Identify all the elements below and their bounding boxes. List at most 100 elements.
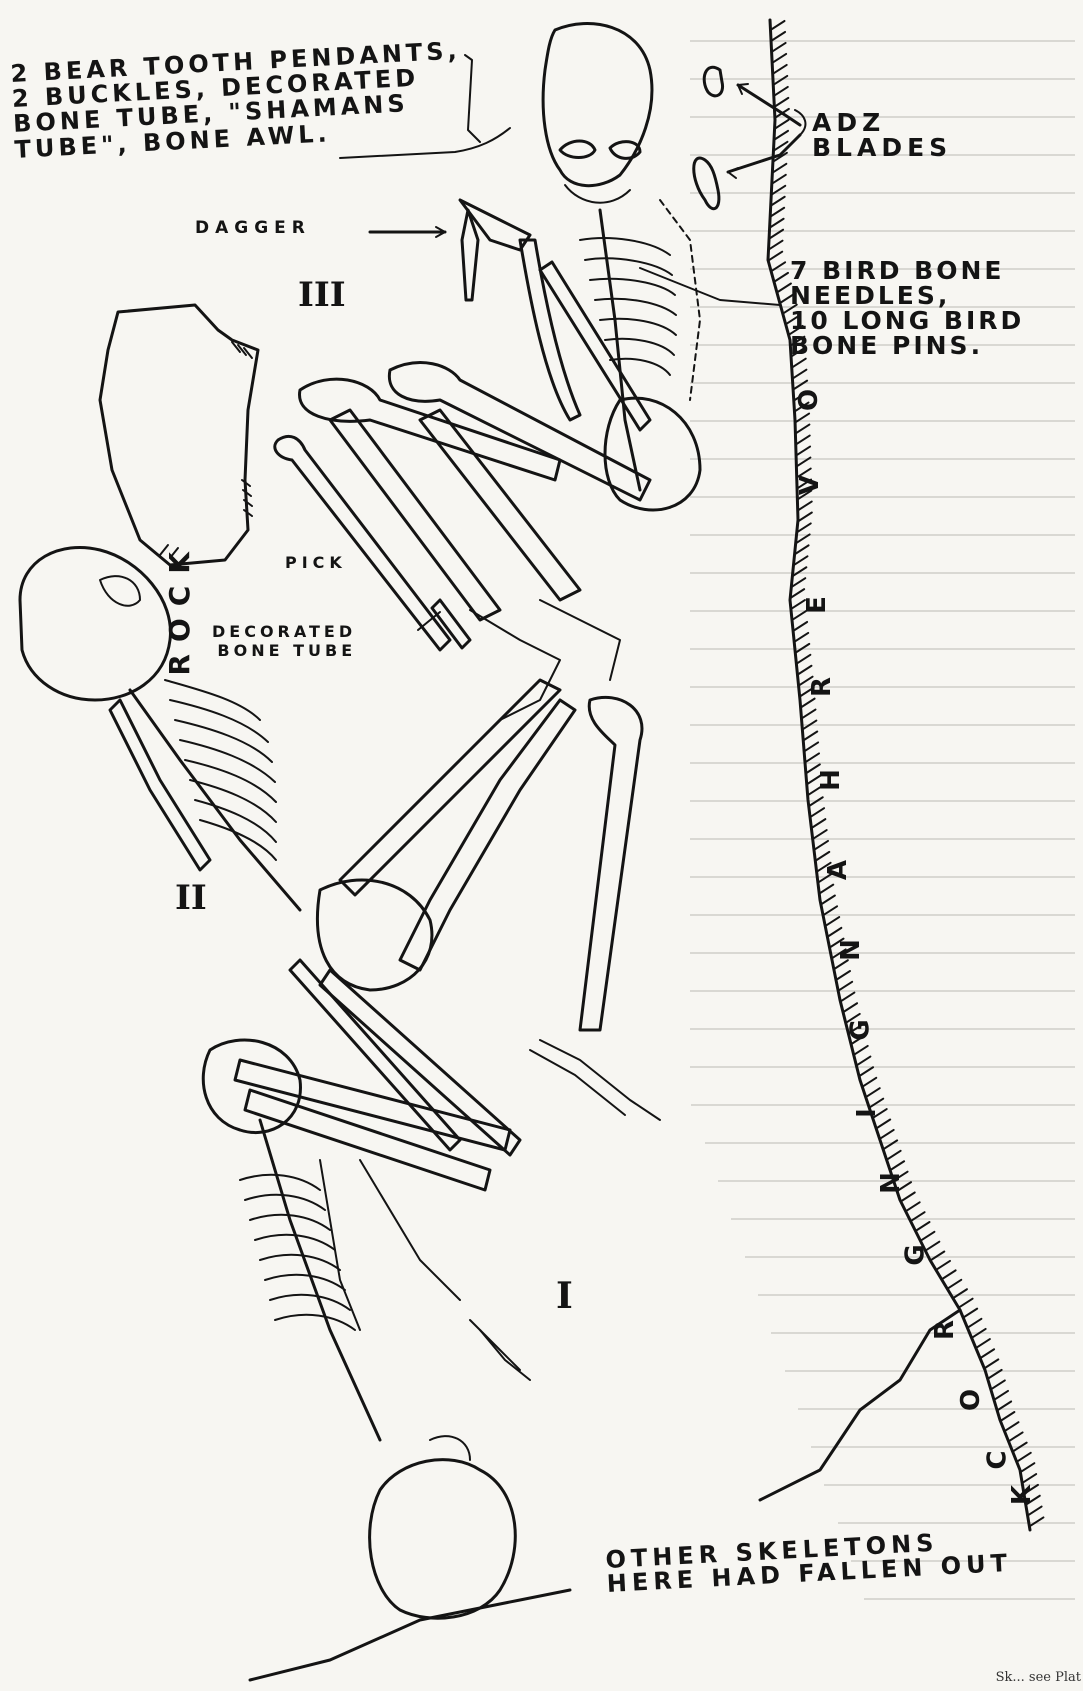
rock-hatch-stroke — [876, 1120, 890, 1129]
adz-arrow-lower — [728, 135, 800, 172]
rock-hatch-stroke — [959, 1299, 973, 1308]
rock-hatch-stroke — [866, 1088, 880, 1097]
rock-hatch-stroke — [916, 1222, 930, 1231]
rock-hatch-stroke — [796, 436, 810, 445]
rock-hatch — [160, 342, 252, 558]
bird-bone-label: 7 BIRD BONE NEEDLES, 10 LONG BIRD BONE P… — [790, 258, 1024, 358]
rock-hatch-stroke — [795, 425, 809, 434]
rock-hatch-stroke — [911, 1212, 925, 1221]
rock-hatch-stroke — [770, 219, 784, 228]
overhanging-rock-letter: N — [876, 1172, 906, 1194]
overhanging-rock-letter: R — [930, 1320, 960, 1340]
rock-hatch-stroke — [994, 1391, 1008, 1400]
overhanging-rock-letter: I — [852, 1108, 882, 1118]
rock-left-label: ROCK — [165, 540, 194, 676]
rock-hatch-stroke — [795, 414, 809, 423]
overhanging-rock-letter: O — [794, 389, 824, 411]
rock-hatch-stroke — [980, 1349, 994, 1358]
rock-hatch-stroke — [991, 1380, 1005, 1389]
rock-hatch-stroke — [843, 1003, 857, 1012]
rock-hatch-stroke — [804, 742, 818, 751]
rock-hatch-stroke — [825, 917, 839, 926]
rock-hatch-stroke — [769, 230, 783, 239]
rock-hatch-stroke — [942, 1270, 956, 1279]
overhanging-rock-letter: K — [1007, 1485, 1037, 1505]
rock-hatch-stroke — [773, 76, 787, 85]
rock-hatch-stroke — [772, 43, 786, 52]
rock-hatch-stroke — [771, 262, 785, 271]
rock-hatch-stroke — [920, 1232, 934, 1241]
dagger-label: DAGGER — [195, 220, 311, 238]
rock-hatch-stroke — [819, 885, 833, 894]
rock-hatch-stroke — [883, 1140, 897, 1149]
rock-hatch-stroke — [793, 622, 807, 631]
rock-hatch-stroke — [1009, 1432, 1023, 1441]
rock-hatch-stroke — [976, 1339, 990, 1348]
rock-hatch-stroke — [792, 370, 806, 379]
rock-hatch-stroke — [772, 175, 786, 184]
dagger-artifact — [462, 210, 478, 300]
overhanging-rock-letter: N — [836, 939, 866, 961]
footnote-fragment: Sk... see Plat — [996, 1670, 1081, 1685]
rock-hatch-stroke — [1020, 1463, 1034, 1472]
rock-hatch-stroke — [771, 186, 785, 195]
rock-hatch-stroke — [772, 54, 786, 63]
adz-blade-upper — [704, 67, 722, 96]
rock-hatch-stroke — [769, 241, 783, 250]
rock-hatch-stroke — [792, 359, 806, 368]
overhanging-rock-letter: O — [956, 1389, 986, 1411]
rock-hatch-stroke — [809, 797, 823, 806]
skeleton-i — [203, 960, 530, 1618]
rock-hatch-stroke — [774, 87, 788, 96]
rock-hatch-stroke — [795, 644, 809, 653]
rock-hatch-stroke — [801, 699, 815, 708]
rock-hatch-stroke — [972, 1329, 986, 1338]
rock-hatch-stroke — [838, 982, 852, 991]
rock-hatch-stroke — [1013, 1443, 1027, 1452]
rock-hatch-stroke — [834, 960, 848, 969]
overhanging-rock-letter: C — [983, 1450, 1013, 1469]
rock-hatch-stroke — [823, 906, 837, 915]
rock-hatch-stroke — [794, 633, 808, 642]
overhanging-rock-letter: G — [901, 1244, 931, 1265]
rock-hatch-stroke — [801, 710, 815, 719]
skeleton-ii-label: II — [175, 878, 207, 918]
rock-hatch-stroke — [770, 21, 784, 30]
pick-label: PICK — [285, 555, 347, 572]
grave-goods-bracket — [465, 55, 480, 142]
rock-hatch-stroke — [770, 208, 784, 217]
rock-hatch-stroke — [997, 1401, 1011, 1410]
rock-hatch-stroke — [813, 830, 827, 839]
rock-hatch-stroke — [777, 283, 791, 292]
rock-hatch-stroke — [930, 1251, 944, 1260]
rock-hatch-stroke — [827, 928, 841, 937]
rock-hatch-stroke — [805, 753, 819, 762]
rock-hatch-stroke — [953, 1289, 967, 1298]
rock-hatch-stroke — [988, 1370, 1002, 1379]
rock-hatch-stroke — [798, 502, 812, 511]
rock-hatch-stroke — [774, 273, 788, 282]
overhanging-rock-letter: R — [807, 677, 837, 697]
rock-hatch-stroke — [1028, 1507, 1042, 1516]
rock-hatch-stroke — [796, 655, 810, 664]
rock-hatch-stroke — [772, 164, 786, 173]
adz-blades-label: ADZ BLADES — [812, 110, 952, 160]
rock-hatch-stroke — [803, 732, 817, 741]
rock-hatch-stroke — [798, 513, 812, 522]
rock-hatch-stroke — [1022, 1474, 1036, 1483]
rock-hatch-stroke — [1004, 1422, 1018, 1431]
adz-arrow-upper — [738, 85, 800, 125]
rock-hatch-stroke — [802, 721, 816, 730]
overhanging-rock-letter: E — [802, 596, 832, 614]
decorated-bone-tube-label: DECORATED BONE TUBE — [212, 622, 356, 660]
rock-hatch-stroke — [821, 896, 835, 905]
skeleton-i-label: I — [556, 1275, 573, 1317]
rock-hatch-stroke — [947, 1280, 961, 1289]
rock-hatch-stroke — [771, 197, 785, 206]
rock-hatch-stroke — [880, 1130, 894, 1139]
rock-hatch-stroke — [811, 819, 825, 828]
rock-hatch-stroke — [936, 1261, 950, 1270]
rock-hatch-stroke — [859, 1067, 873, 1076]
overhanging-rock-letter: A — [823, 860, 853, 880]
rock-hatch-stroke — [856, 1057, 870, 1066]
